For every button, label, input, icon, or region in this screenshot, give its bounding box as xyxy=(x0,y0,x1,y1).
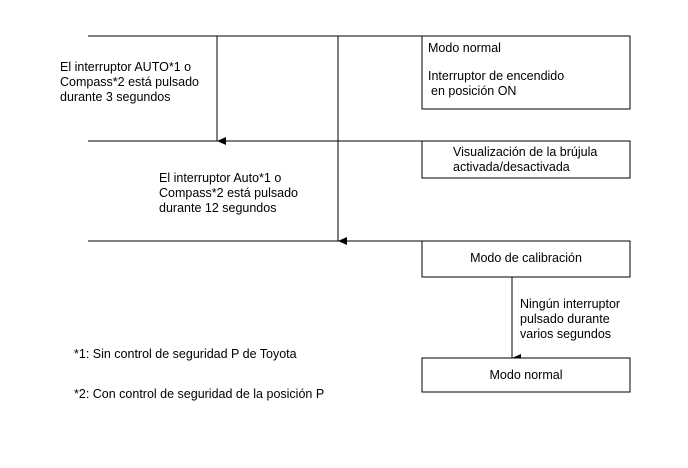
box-normal-mode-bottom xyxy=(421,357,631,393)
condition-12s-line3: durante 12 segundos xyxy=(159,201,277,215)
ignition-switch-line2: en posición ON xyxy=(431,84,517,98)
footnote-1: *1: Sin control de seguridad P de Toyota xyxy=(74,347,297,361)
box-calibration-mode xyxy=(421,240,631,278)
condition-3s-line2: Compass*2 está pulsado xyxy=(60,75,199,89)
footnote-2: *2: Con control de seguridad de la posic… xyxy=(74,387,325,401)
condition-no-switch-line3: varios segundos xyxy=(520,327,612,341)
condition-12s-line2: Compass*2 está pulsado xyxy=(159,186,298,200)
calibration-mode-label: Modo de calibración xyxy=(470,251,582,265)
ignition-switch-line1: Interruptor de encendido xyxy=(428,69,565,83)
normal-mode-title: Modo normal xyxy=(428,41,501,55)
condition-no-switch-line1: Ningún interruptor xyxy=(520,297,621,311)
condition-12s-line1: El interruptor Auto*1 o xyxy=(159,171,282,185)
normal-mode-bottom-label: Modo normal xyxy=(489,368,563,382)
compass-display-line1: Visualización de la brújula xyxy=(453,145,598,159)
box-compass-display xyxy=(421,140,631,179)
box-normal-mode-top xyxy=(421,35,631,110)
compass-display-line2: activada/desactivada xyxy=(453,160,570,174)
condition-3s-line3: durante 3 segundos xyxy=(60,90,171,104)
condition-3s-line1: El interruptor AUTO*1 o xyxy=(60,60,192,74)
condition-no-switch-line2: pulsado durante xyxy=(520,312,610,326)
